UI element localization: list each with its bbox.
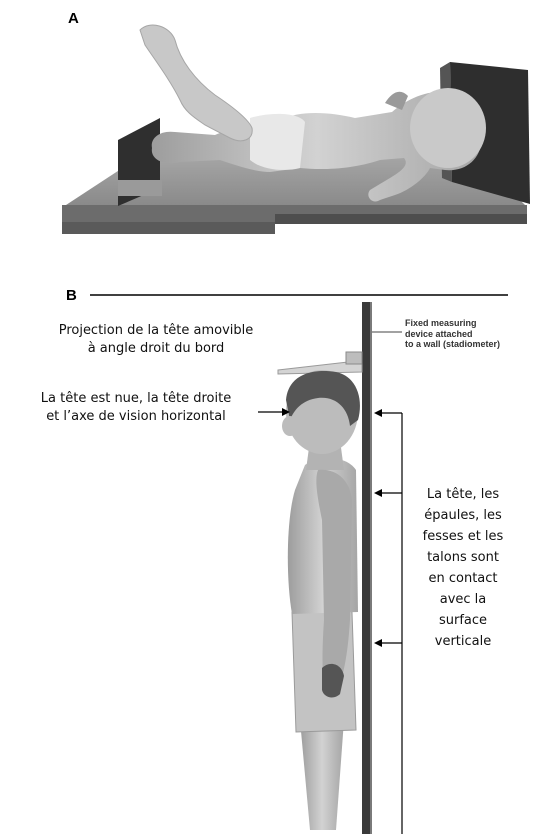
stadiometer [362,302,402,834]
contact-points-caption: La tête, les épaules, les fesses et les … [408,484,518,652]
head-position-caption: La tête est nue, la tête droite et l’axe… [18,390,254,426]
stadiometer-note-line: Fixed measuring [405,318,525,329]
contact-caption-line: talons sont [408,547,518,568]
panel-label-b: B [66,287,77,304]
headpiece-caption-line: Projection de la tête amovible [40,322,272,340]
contact-caption-line: avec la [408,589,518,610]
bracket [382,413,402,834]
contact-caption-line: en contact [408,568,518,589]
headpiece-caption-line: à angle droit du bord [40,340,272,358]
stadiometer-note: Fixed measuring device attached to a wal… [405,318,525,350]
head-position-caption-line: et l’axe de vision horizontal [18,408,254,426]
contact-caption-line: verticale [408,631,518,652]
panel-label-a: A [68,10,79,27]
contact-caption-line: surface [408,610,518,631]
contact-caption-line: épaules, les [408,505,518,526]
contact-caption-line: La tête, les [408,484,518,505]
contact-caption-line: fesses et les [408,526,518,547]
stadiometer-note-line: device attached [405,329,525,340]
stadiometer-note-line: to a wall (stadiometer) [405,339,525,350]
headpiece-caption: Projection de la tête amovible à angle d… [40,322,272,358]
boy-figure [282,370,360,830]
head-position-caption-line: La tête est nue, la tête droite [18,390,254,408]
footboard [118,118,162,206]
